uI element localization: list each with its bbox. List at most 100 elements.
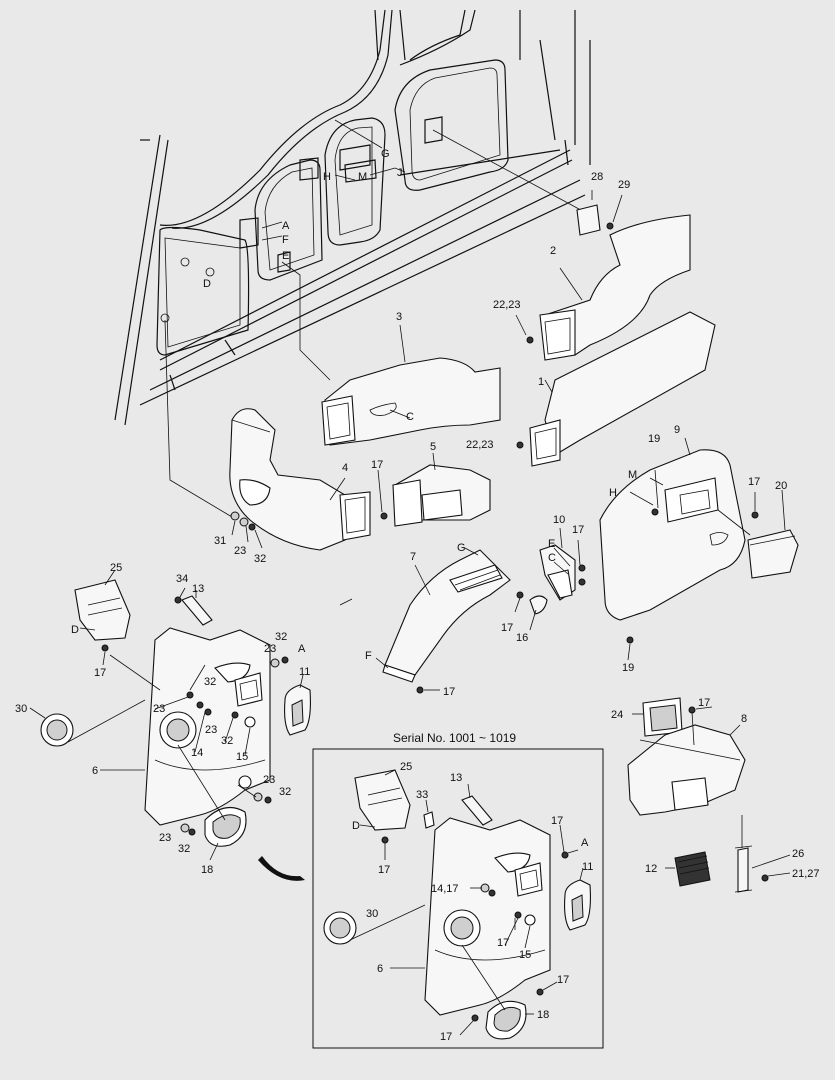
label-5: 5: [430, 441, 436, 453]
label-10: 10: [553, 514, 565, 526]
label-C-duct: C: [406, 411, 414, 423]
part-24-frame: [632, 697, 683, 737]
label-17-b: 17: [748, 476, 760, 488]
label-23-f: 23: [159, 832, 171, 844]
screw-17-a: [377, 469, 388, 520]
label-13: 13: [192, 583, 204, 595]
label-D-top: D: [203, 278, 211, 290]
inset-label-15: 15: [519, 949, 531, 961]
label-A-6: A: [298, 643, 306, 655]
part-3-duct: [321, 324, 501, 446]
label-E-10: E: [548, 538, 555, 550]
part-12-pad: [665, 851, 711, 887]
label-26: 26: [792, 848, 804, 860]
label-24: 24: [611, 709, 623, 721]
label-6: 6: [92, 765, 98, 777]
label-D-25: D: [71, 624, 79, 636]
label-23-b: 23: [264, 643, 276, 655]
label-11: 11: [299, 666, 310, 678]
label-8: 8: [741, 713, 747, 725]
inset-label-33: 33: [416, 789, 428, 801]
inset-label-17-1: 17: [378, 864, 390, 876]
label-25: 25: [110, 562, 122, 574]
part-30-ring: [29, 699, 146, 747]
part-26-bracket: [734, 815, 791, 893]
label-7: 7: [410, 551, 416, 563]
inset-arrow: [258, 856, 305, 881]
label-21-27: 21,27: [792, 868, 820, 880]
inset-box: [312, 748, 604, 1049]
part-20-tray: [747, 489, 799, 579]
part-11-cap: [284, 674, 311, 736]
part-28-pad: [576, 190, 623, 236]
label-1: 1: [538, 376, 544, 388]
inset-label-30: 30: [366, 908, 378, 920]
part-16-clip: [529, 595, 548, 631]
part-2-duct: [539, 214, 691, 361]
inset-label-17-5: 17: [440, 1031, 452, 1043]
part-10-bracket: [539, 527, 586, 601]
fasteners-4: [230, 511, 263, 549]
label-H-9: H: [609, 487, 617, 499]
label-31: 31: [214, 535, 226, 547]
label-32-d: 32: [221, 735, 233, 747]
inset-label-17-3: 17: [497, 937, 509, 949]
label-G-top: G: [381, 148, 390, 160]
label-M-top: M: [358, 171, 367, 183]
label-23-d: 23: [205, 724, 217, 736]
label-29: 29: [618, 179, 630, 191]
label-32-e: 32: [279, 786, 291, 798]
part-4-duct: [229, 408, 371, 551]
cab-frame: [114, 9, 591, 426]
part-6-panel: [144, 627, 289, 836]
cab-leaders: [164, 119, 591, 518]
label-17-d: 17: [501, 622, 513, 634]
inset-label-17-4: 17: [557, 974, 569, 986]
inset-label-A: A: [581, 837, 589, 849]
inset-label-D: D: [352, 820, 360, 832]
label-19-b: 19: [622, 662, 634, 674]
part-8-cover: [627, 706, 746, 816]
label-32-c: 32: [204, 676, 216, 688]
label-J-top: J: [397, 167, 403, 179]
part-25-bracket: [74, 569, 131, 666]
label-17-g: 17: [698, 697, 710, 709]
label-3: 3: [396, 311, 402, 323]
serial-number-note: Serial No. 1001 ~ 1019: [393, 731, 516, 745]
label-17-a: 17: [371, 459, 383, 471]
label-23-c: 23: [153, 703, 165, 715]
inset-label-18: 18: [537, 1009, 549, 1021]
label-H-top: H: [323, 171, 331, 183]
part-18-ring: [177, 744, 247, 861]
inset-label-25: 25: [400, 761, 412, 773]
screw-22-23-a: [515, 314, 534, 344]
inset-label-13: 13: [450, 772, 462, 784]
part-7-duct: [375, 547, 524, 694]
inset-label-17-2: 17: [551, 815, 563, 827]
screw-17-b: [751, 492, 759, 519]
label-F-top: F: [282, 234, 289, 246]
screw-19-b: [626, 636, 634, 661]
part-13-bar: [174, 587, 213, 626]
label-17-f: 17: [94, 667, 106, 679]
label-22-23-b: 22,23: [466, 439, 494, 451]
label-2: 2: [550, 245, 556, 257]
label-22-23-a: 22,23: [493, 299, 521, 311]
label-32-a: 32: [254, 553, 266, 565]
label-20: 20: [775, 480, 787, 492]
label-G-7: G: [457, 542, 466, 554]
label-E-top: E: [282, 250, 289, 262]
label-32-f: 32: [178, 843, 190, 855]
label-28: 28: [591, 171, 603, 183]
inset-label-14-17: 14,17: [431, 883, 459, 895]
label-19-a: 19: [648, 433, 660, 445]
label-9: 9: [674, 424, 680, 436]
label-M-9: M: [628, 469, 637, 481]
label-15: 15: [236, 751, 248, 763]
part-5-duct: [392, 452, 491, 527]
part-1-duct: [516, 311, 716, 467]
inset-label-6: 6: [377, 963, 383, 975]
label-C-10: C: [548, 552, 556, 564]
stray-mark: [339, 598, 353, 606]
